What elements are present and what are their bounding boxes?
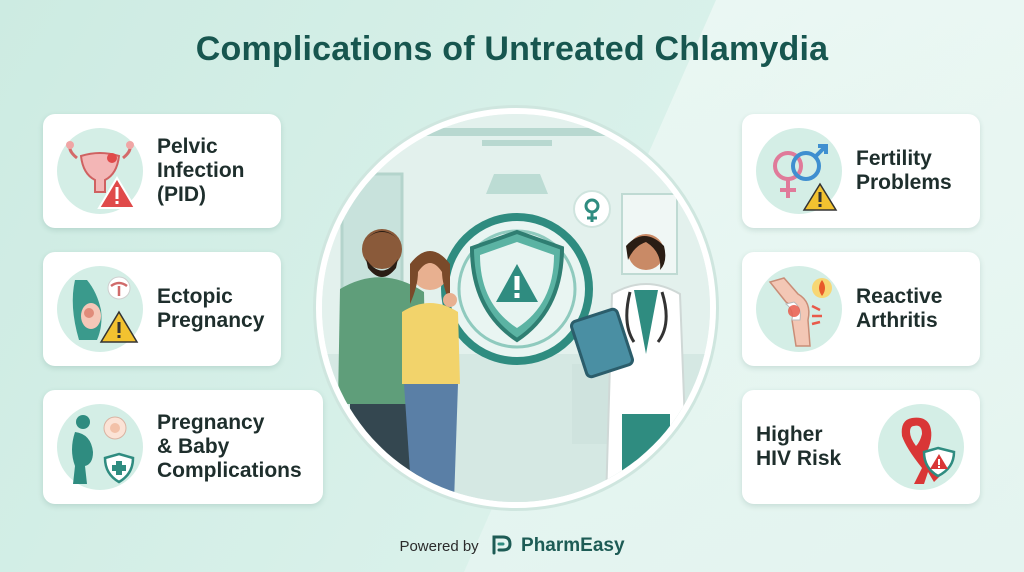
card-label: Higher HIV Risk: [756, 423, 842, 470]
card-label: Fertility Problems: [856, 147, 952, 194]
pregnant-woman-baby-icon: [57, 404, 143, 490]
card-hiv-risk: Higher HIV Risk: [742, 390, 980, 504]
uterus-warning-icon: [57, 128, 143, 214]
pharmeasy-brand[interactable]: PharmEasy: [521, 534, 625, 556]
pharmeasy-logo-icon: [491, 534, 513, 560]
clinic-illustration: [316, 108, 716, 508]
page-title: Complications of Untreated Chlamydia: [195, 30, 829, 68]
card-label: Pregnancy & Baby Complications: [157, 411, 302, 482]
card-pregnancy-baby: Pregnancy & Baby Complications: [43, 390, 323, 504]
red-ribbon-icon: [878, 404, 964, 490]
footer: Powered by PharmEasy: [0, 534, 1024, 560]
powered-by-text: Powered by: [399, 537, 479, 555]
card-ectopic-pregnancy: Ectopic Pregnancy: [43, 252, 281, 366]
knee-joint-icon: [756, 266, 842, 352]
card-label: Reactive Arthritis: [856, 285, 943, 332]
gender-symbols-icon: [756, 128, 842, 214]
card-fertility-problems: Fertility Problems: [742, 114, 980, 228]
pregnant-belly-icon: [57, 266, 143, 352]
card-label: Pelvic Infection (PID): [157, 135, 245, 206]
card-pelvic-infection: Pelvic Infection (PID): [43, 114, 281, 228]
card-label: Ectopic Pregnancy: [157, 285, 265, 332]
card-reactive-arthritis: Reactive Arthritis: [742, 252, 980, 366]
